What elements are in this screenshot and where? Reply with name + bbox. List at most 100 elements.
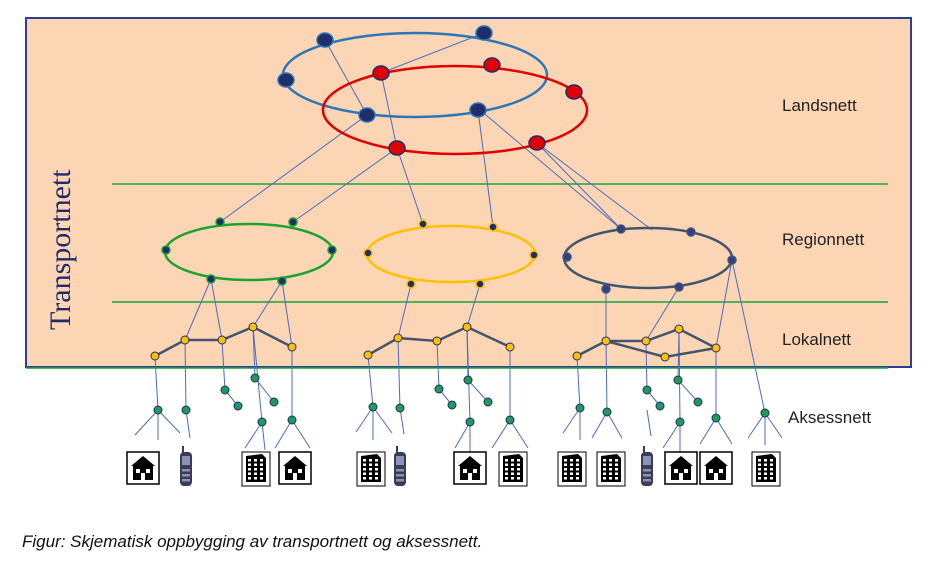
regionnett-node xyxy=(475,279,485,289)
aksessnett-node xyxy=(675,417,685,427)
fanout-link xyxy=(677,379,699,403)
region-link xyxy=(281,280,293,348)
fanout-link xyxy=(157,409,181,434)
fanout-link xyxy=(372,406,393,434)
fanout-link xyxy=(699,417,717,445)
aksessnett-node xyxy=(220,385,230,395)
aksessnett-node xyxy=(655,401,665,411)
regionnett-node xyxy=(727,255,737,265)
end-devices xyxy=(126,446,781,487)
trunk-link xyxy=(380,72,398,149)
region-link xyxy=(184,278,212,341)
fanout-link xyxy=(355,406,374,433)
aksessnett-node xyxy=(602,407,612,417)
aksessnett-node xyxy=(434,384,444,394)
trunk-link xyxy=(292,147,398,223)
region-link xyxy=(210,278,223,341)
lokalnett-node xyxy=(180,335,190,345)
access-link xyxy=(221,339,226,391)
aksessnett-node xyxy=(463,375,473,385)
building-icon xyxy=(241,451,271,487)
lokalnett-node xyxy=(248,322,258,332)
fanout-link xyxy=(747,412,766,439)
landsnett-node xyxy=(358,107,376,123)
building-icon xyxy=(498,451,528,487)
aksessnett-node xyxy=(447,400,457,410)
regionnett-node xyxy=(288,217,298,227)
lokalnett-node xyxy=(363,350,373,360)
aksessnett-node xyxy=(181,405,191,415)
network-nodes xyxy=(150,25,770,427)
aksessnett-node xyxy=(673,375,683,385)
aksessnett-node xyxy=(693,397,703,407)
landsnett-node xyxy=(528,135,546,151)
aksessnett-node xyxy=(760,408,770,418)
region-link xyxy=(397,283,412,339)
fanout-link xyxy=(509,419,529,449)
aksessnett-node xyxy=(505,415,515,425)
fanout-link xyxy=(562,407,581,434)
fanout-link xyxy=(662,421,681,449)
regionnett-node xyxy=(616,224,626,234)
lokalnett-node xyxy=(505,342,515,352)
caption-text: : Skjematisk oppbygging av transportnett… xyxy=(60,532,483,551)
regionnett-node xyxy=(562,252,572,262)
fanout-link xyxy=(454,421,471,449)
aksessnett-node xyxy=(257,417,267,427)
vertical-label-transportnett: Transportnett xyxy=(44,169,77,330)
trunk-link xyxy=(479,109,622,230)
house-icon xyxy=(699,451,733,485)
regionnett-node xyxy=(488,222,498,232)
regionnett-node xyxy=(406,279,416,289)
landsnett-node xyxy=(316,32,334,48)
aksessnett-node xyxy=(368,402,378,412)
aksessnett-node xyxy=(465,417,475,427)
aksessnett-node xyxy=(642,385,652,395)
access-link xyxy=(466,326,471,423)
fanout-link xyxy=(254,377,275,403)
access-link xyxy=(154,355,159,411)
label-lokalnett: Lokalnett xyxy=(782,330,851,349)
trunk-link xyxy=(536,142,622,230)
lokalnett-node xyxy=(572,351,582,361)
fanout-link xyxy=(715,417,733,445)
regionnett-node xyxy=(601,284,611,294)
lokalnett-node xyxy=(150,351,160,361)
region-link xyxy=(466,283,481,328)
lokalnett-node xyxy=(432,336,442,346)
label-regionnett: Regionnett xyxy=(782,230,865,249)
landsnett-node xyxy=(372,65,390,81)
fanout-link xyxy=(591,411,608,439)
building-icon xyxy=(356,451,386,487)
fanout-link xyxy=(646,409,652,437)
access-link xyxy=(397,337,401,409)
lokalnett-node xyxy=(711,343,721,353)
network-links xyxy=(134,32,783,452)
landsnett-red-ring xyxy=(321,64,589,156)
fanout-link xyxy=(274,419,293,449)
aksessnett-node xyxy=(395,403,405,413)
phone-icon xyxy=(394,446,406,486)
lokalnett-node xyxy=(674,324,684,334)
regionnett-node xyxy=(418,219,428,229)
landsnett-node xyxy=(277,72,295,88)
access-link xyxy=(367,354,374,408)
access-link xyxy=(184,339,187,411)
building-icon xyxy=(596,451,626,487)
landsnett-node xyxy=(483,57,501,73)
fanout-link xyxy=(764,412,783,439)
aksessnett-node xyxy=(483,397,493,407)
fanout-link xyxy=(185,409,191,439)
landsnett-node xyxy=(469,102,487,118)
lokalnett-node xyxy=(660,352,670,362)
access-link xyxy=(645,340,648,391)
regionnett-node xyxy=(327,245,337,255)
phone-icon xyxy=(180,446,192,486)
aksessnett-node xyxy=(233,401,243,411)
label-landsnett: Landsnett xyxy=(782,96,857,115)
regionnett-node xyxy=(161,245,171,255)
regionnett-node xyxy=(529,250,539,260)
access-link xyxy=(678,328,681,423)
fanout-link xyxy=(261,421,266,451)
